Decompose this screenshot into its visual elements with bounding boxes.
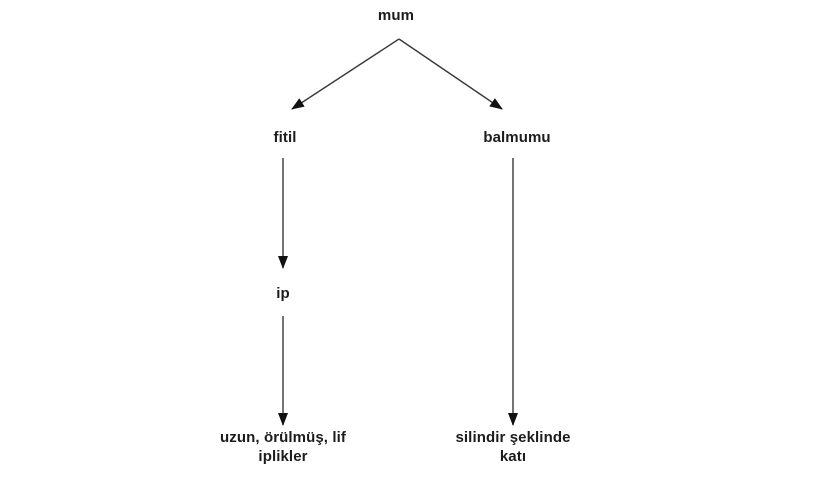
node-balmumu: balmumu	[483, 129, 551, 146]
node-silindir-kati: silindir şeklinde katı	[455, 429, 571, 465]
edge-mum-balmumu-arrow-icon	[398, 38, 503, 110]
node-ip: ip	[276, 285, 290, 302]
node-mum: mum	[377, 7, 415, 24]
node-lif-iplikler: uzun, örülmüş, lif iplikler	[220, 429, 346, 465]
edge-mum-fitil-arrow-icon	[291, 38, 400, 110]
node-fitil: fitil	[273, 129, 297, 146]
